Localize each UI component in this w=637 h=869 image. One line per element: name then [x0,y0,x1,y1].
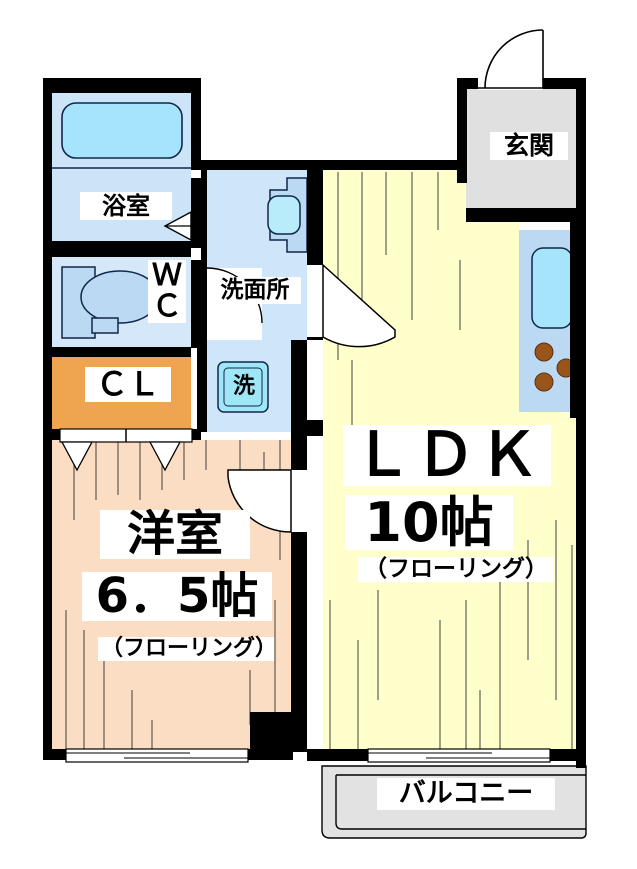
label-wc-line1: Ｗ [152,258,182,293]
label-bedroom-size: 6．5帖 [82,572,272,621]
label-washer: 洗 [232,374,255,399]
label-ldk-name: ＬＤＫ [343,424,551,487]
washbasin-icon [267,177,308,253]
label-bath: 浴室 [80,192,172,221]
label-ldk-size: 10帖 [345,495,513,550]
label-bedroom-name: 洋室 [100,510,250,559]
label-entrance: 玄関 [490,132,568,160]
closet-folding-doors-icon [59,428,193,472]
label-wc-line2: Ｃ [152,288,182,324]
label-balcony: バルコニー [377,778,555,810]
washing-machine-icon [217,361,269,413]
bathtub-icon [61,102,183,159]
ldk-sliding-window-icon [367,748,551,763]
balcony-outline [321,765,587,839]
folding-door-icon [163,170,201,260]
label-ldk-material: （フローリング） [358,557,554,583]
door-swing-icon [478,29,544,90]
washroom-door-swing-icon [307,263,396,348]
label-bedroom-material: （フローリング） [98,637,277,662]
toilet-icon [61,266,160,339]
label-closet: ＣＬ [85,367,171,402]
sink-icon [531,247,573,329]
label-washroom: 洗面所 [209,277,301,305]
bedroom-sliding-window-icon [65,748,249,763]
label-wc: Ｗ Ｃ [148,258,186,324]
